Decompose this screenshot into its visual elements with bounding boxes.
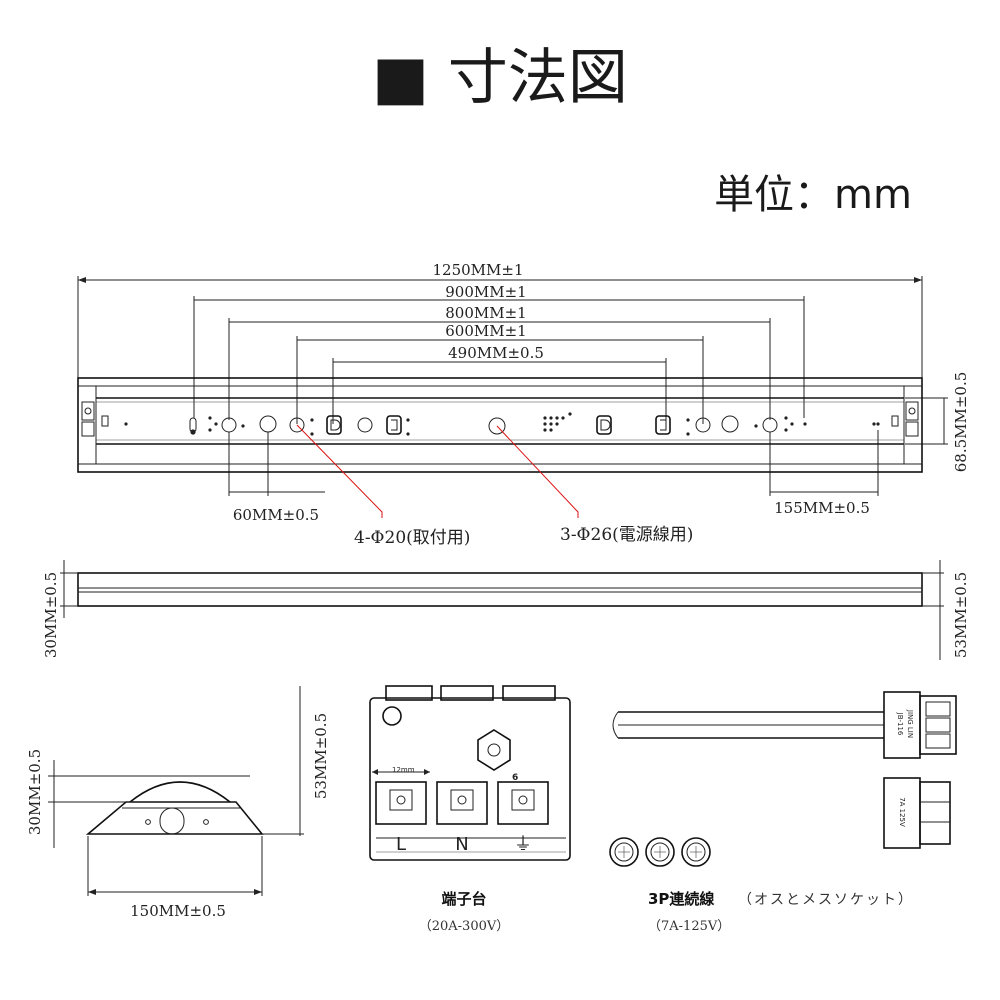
callout-power-holes: 3-Φ26(電源線用) (560, 525, 693, 545)
dim-68-5: 68.5MM±0.5 (952, 372, 970, 473)
top-dimension-lines (77, 276, 948, 496)
plug-label-1: JB-116 (896, 712, 904, 736)
page-title: ■ 寸法図 (372, 43, 628, 113)
mount-hole (289, 417, 305, 433)
connector-caption: 3P連続線 (648, 890, 714, 908)
connector-caption-note: （オスとメスソケット） (738, 892, 914, 908)
end-dim-53: 53MM±0.5 (312, 713, 330, 799)
dim-155: 155MM±0.5 (774, 499, 870, 517)
side-view: 30MM±0.5 53MM±0.5 (42, 560, 970, 660)
terminal-block: 12mm 6 L N ⏚ 端子台 （20A-300V） (369, 685, 571, 934)
fixture-holes (124, 412, 880, 436)
dim-60: 60MM±0.5 (233, 506, 319, 524)
end-view: 30MM±0.5 53MM±0.5 150MM±0.5 (26, 686, 330, 920)
terminal-label-n: N (455, 834, 468, 855)
connector-cable: JB-116 JING LIN 7A 125V 3P連続線 （オスとメスソケット… (609, 691, 957, 934)
unit-label: 単位：mm (714, 172, 912, 218)
end-dim-30: 30MM±0.5 (26, 749, 44, 835)
terminal-caption: 端子台 (441, 890, 486, 908)
side-dim-53: 53MM±0.5 (952, 572, 970, 658)
callout-mount-holes: 4-Φ20(取付用) (354, 528, 470, 548)
dim-800: 800MM±1 (445, 304, 526, 322)
terminal-number: 6 (512, 773, 518, 783)
side-dim-30: 30MM±0.5 (42, 572, 60, 658)
power-hole (488, 417, 506, 435)
callout-leaders (296, 424, 579, 518)
plug-label-2: JING LIN (906, 709, 914, 738)
terminal-rating: （20A-300V） (419, 919, 510, 934)
terminal-label-l: L (396, 834, 406, 855)
dim-600: 600MM±1 (445, 322, 526, 340)
socket-label: 7A 125V (898, 797, 906, 827)
top-view: 1250MM±1 900MM±1 800MM±1 600MM±1 490MM±0… (77, 261, 970, 548)
terminal-scale-label: 12mm (392, 766, 415, 774)
dim-490: 490MM±0.5 (448, 344, 544, 362)
connector-rating: （7A-125V） (648, 919, 730, 934)
dim-1250: 1250MM±1 (432, 261, 523, 279)
fixture-top-body (77, 377, 923, 473)
end-dim-150: 150MM±0.5 (130, 902, 226, 920)
dim-900: 900MM±1 (445, 283, 526, 301)
terminal-label-ground: ⏚ (514, 834, 532, 855)
